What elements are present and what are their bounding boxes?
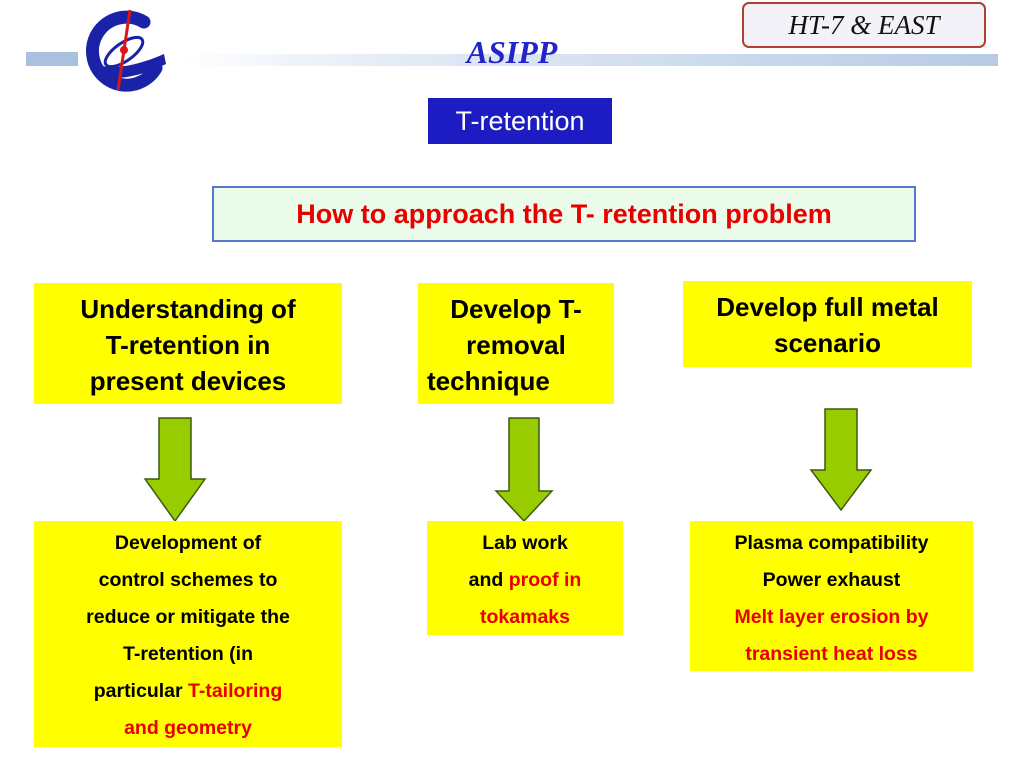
approach-line: T-retention in (105, 330, 271, 360)
down-arrow-icon (143, 417, 207, 523)
outcome-line: Development of (114, 532, 262, 554)
approach-line: present devices (89, 366, 287, 396)
outcome-line: T-retention (in (123, 643, 253, 665)
outcome-line: Power exhaust (762, 569, 901, 591)
outcome-line: Melt layer erosion by (690, 599, 973, 636)
approach-line: removal (466, 330, 566, 360)
highlight-text: proof in (508, 569, 582, 591)
approach-line: scenario (774, 328, 881, 358)
outcome-line: transient heat loss (690, 636, 973, 673)
down-arrow-icon (809, 408, 873, 512)
outcome-line: reduce or mitigate the (86, 606, 290, 628)
brand-name: ASIPP (466, 34, 558, 70)
outcome-line: control schemes to (98, 569, 278, 591)
outcome-box-plasma: Plasma compatibility Power exhaust Melt … (690, 521, 973, 671)
header-accent-bar-right (178, 54, 998, 66)
highlight-text: and geometry (124, 717, 252, 739)
topic-title: T-retention (428, 98, 612, 144)
outcome-line: and geometry (34, 710, 342, 747)
highlight-text: Melt layer erosion by (734, 606, 929, 628)
asipp-logo (85, 9, 166, 92)
outcome-line: Plasma compatibility (734, 532, 929, 554)
outcome-box-control-schemes: Development of control schemes to reduce… (34, 521, 342, 747)
outcome-box-lab-work: Lab work and proof in tokamaks (427, 521, 623, 635)
approach-box-full-metal: Develop full metal scenario (683, 281, 972, 367)
highlight-text: transient heat loss (745, 643, 918, 665)
outcome-line: and proof in (468, 569, 582, 591)
project-badge: HT-7 & EAST (742, 2, 986, 48)
approach-line: Develop full metal (716, 292, 939, 322)
approach-line: Develop T- (450, 294, 582, 324)
outcome-line: particular T-tailoring (93, 680, 283, 702)
highlight-text: tokamaks (480, 606, 570, 628)
header-accent-bar-left (26, 52, 78, 66)
down-arrow-icon (494, 417, 554, 523)
question-box: How to approach the T- retention problem (212, 186, 916, 242)
outcome-line: Lab work (482, 532, 568, 554)
approach-line: technique (427, 366, 550, 396)
outcome-line: tokamaks (427, 599, 623, 636)
approach-box-removal: Develop T- removal technique (418, 283, 614, 404)
approach-box-understanding: Understanding of T-retention in present … (34, 283, 342, 404)
highlight-text: T-tailoring (188, 680, 283, 702)
approach-line: Understanding of (80, 294, 296, 324)
